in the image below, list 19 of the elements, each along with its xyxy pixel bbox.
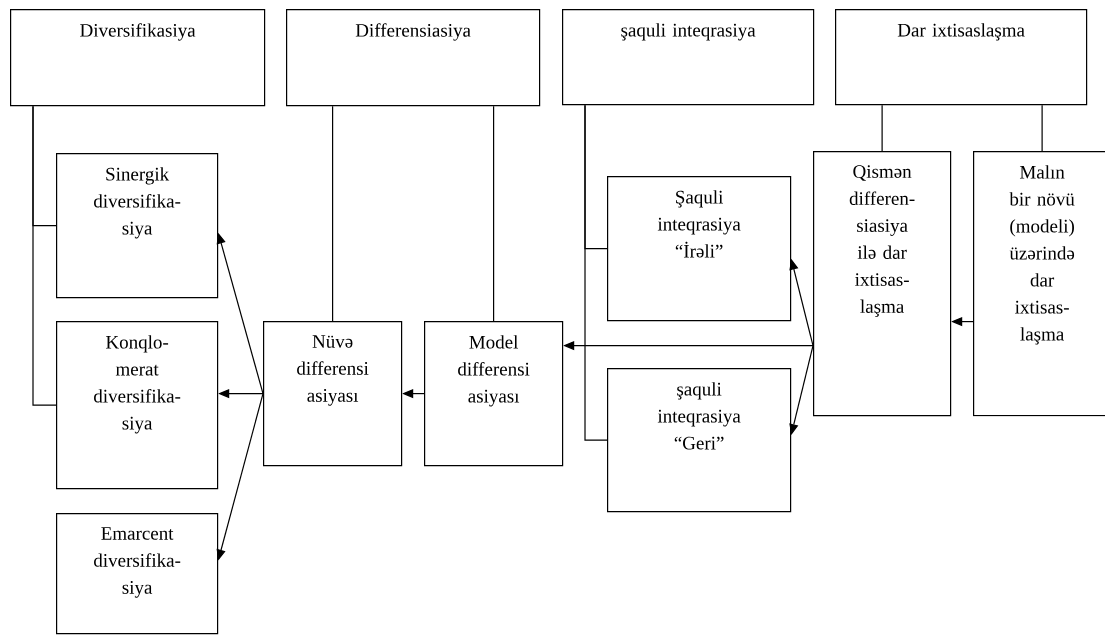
category-box: Differensiasiya <box>286 9 541 107</box>
connector-line <box>1041 104 1043 152</box>
connector-line <box>32 105 57 406</box>
connector-line <box>881 104 883 152</box>
category-box: şaquli inteqrasiya <box>562 9 815 106</box>
connector-line <box>332 105 334 322</box>
connector-line <box>584 104 608 441</box>
process-box: şaquli inteqrasiya “Geri” <box>607 368 792 513</box>
process-box: Sinergik diversifika-siya <box>56 153 219 299</box>
process-box: Şaquli inteqrasiya “İrəli” <box>607 176 792 322</box>
process-box: Konqlo-merat diversifika-siya <box>56 321 219 490</box>
process-box: Emarcent diversifika-siya <box>56 513 219 635</box>
process-box: Qismən differen-siasiya ilə dar ixtisas-laşma <box>813 151 952 417</box>
connector-line <box>493 105 495 322</box>
category-box: Dar ixtisaslaşma <box>835 9 1088 106</box>
process-box: Nüvə differensi asiyası <box>263 321 403 467</box>
process-box: Model differensi asiyası <box>424 321 564 467</box>
category-box: Diversifikasiya <box>10 9 266 107</box>
process-box: Malın bir növü (modeli) üzərində dar ixtisas-laşma <box>973 151 1105 417</box>
